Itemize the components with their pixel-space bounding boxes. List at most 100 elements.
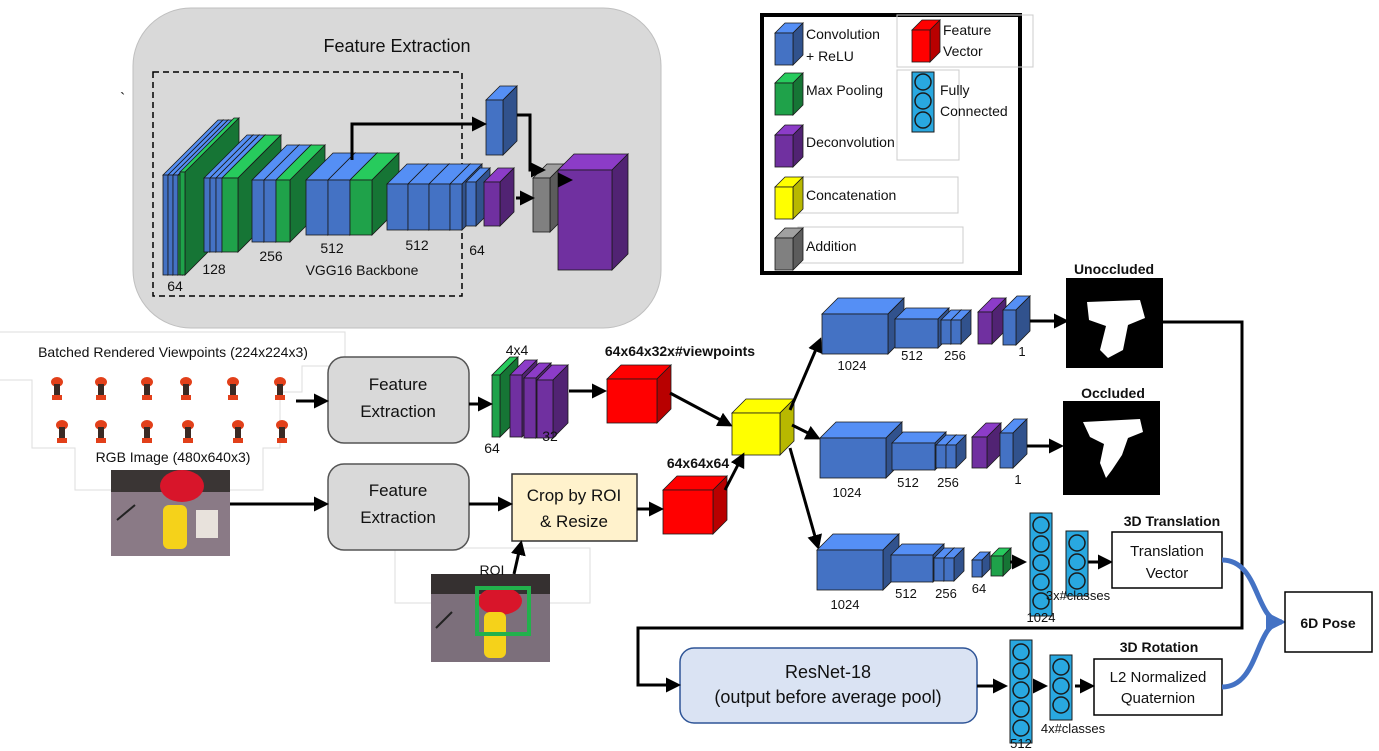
vgg-block	[485, 85, 518, 156]
q-line2: Quaternion	[1121, 690, 1195, 707]
head-block	[819, 421, 903, 479]
bottom-vector-label: 64x64x64	[667, 455, 730, 471]
fe-top-line2: Extraction	[360, 402, 436, 421]
marker	[116, 504, 136, 521]
viewpoints-label: Batched Rendered Viewpoints (224x224x3)	[38, 344, 308, 360]
legend-label: Convolution+ ReLU	[806, 26, 880, 64]
crop-line2: & Resize	[540, 512, 608, 531]
legend-fc-swatch	[911, 71, 935, 133]
legend-fv-line2: Vector	[943, 43, 983, 59]
legend-maxpool-swatch	[774, 72, 804, 116]
fc-label: 4x#classes	[1041, 721, 1106, 736]
legend-deconv-swatch	[774, 124, 804, 168]
vgg-layer-stack	[162, 85, 629, 276]
legend-feature-vector-swatch	[911, 19, 941, 63]
rendered-viewpoint-thumbnails	[51, 377, 288, 443]
resnet-label: ResNet-18(output before average pool)	[714, 662, 941, 707]
roi-image	[431, 574, 550, 662]
marker	[435, 611, 453, 629]
drill-head	[478, 587, 522, 615]
vgg-block	[557, 153, 629, 271]
legend-label: Concatenation	[806, 187, 896, 203]
drill-thumbnail	[182, 420, 194, 443]
rotation-title: 3D Rotation	[1120, 639, 1199, 655]
tv-line2: Vector	[1146, 565, 1189, 582]
channel-label: 512	[405, 237, 429, 253]
head-block	[1002, 295, 1031, 346]
drill-thumbnail	[232, 420, 244, 443]
resnet-box[interactable]	[679, 647, 978, 724]
head-label: 256	[935, 586, 957, 601]
head-block	[943, 547, 965, 582]
deconv-map	[536, 364, 569, 439]
legend-fc-line2: Connected	[940, 103, 1008, 119]
legend-conv-swatch	[774, 22, 804, 66]
head-block	[977, 297, 1007, 345]
drill-thumbnail	[180, 377, 192, 400]
drill-thumbnail	[56, 420, 68, 443]
head-label: 512	[897, 475, 919, 490]
head-block	[945, 434, 967, 469]
concatenation-block	[731, 398, 795, 456]
feature-extraction-box-bottom[interactable]	[327, 463, 470, 551]
legend-addition-swatch	[774, 227, 804, 271]
head-label: 1024	[838, 358, 867, 373]
channel-label: 512	[320, 240, 344, 256]
head-label: 1	[1014, 472, 1021, 487]
head-layer-stacks	[816, 295, 1031, 591]
resnet-line1: ResNet-18	[785, 662, 871, 682]
drill-thumbnail	[141, 377, 153, 400]
head-label: 256	[937, 475, 959, 490]
legend-cell	[896, 69, 960, 161]
legend-fv-line1: Feature	[943, 22, 991, 38]
translation-title: 3D Translation	[1124, 513, 1220, 529]
legend-cell	[896, 14, 1034, 68]
head-block	[971, 551, 991, 578]
head-block	[950, 309, 972, 345]
legend-swatches	[774, 19, 941, 271]
legend-label: Max Pooling	[806, 82, 883, 98]
head-block	[971, 422, 1002, 469]
head-label: 64	[972, 581, 986, 596]
quaternion-box[interactable]	[1093, 658, 1223, 716]
skip-arrow	[350, 116, 487, 160]
head-block	[990, 547, 1012, 577]
fc-1024	[1029, 512, 1053, 617]
fe-bottom-line1: Feature	[369, 481, 428, 500]
drill-thumbnail	[95, 377, 107, 400]
arrow	[669, 391, 733, 427]
fully-connected-layers	[1009, 512, 1089, 744]
arrow	[791, 423, 821, 440]
arrow	[788, 337, 823, 411]
head-label: 1024	[833, 485, 862, 500]
channel-label: 64	[469, 242, 485, 258]
rotation-to-pose-arrow	[1221, 612, 1286, 690]
six-d-pose-box[interactable]	[1284, 591, 1373, 653]
translation-vector-box[interactable]	[1111, 531, 1223, 589]
fc-rotation-output	[1049, 654, 1073, 721]
box	[196, 510, 218, 538]
feature-extraction-box-top[interactable]	[327, 356, 470, 444]
fe-top-line1: Feature	[369, 375, 428, 394]
merge-arrow	[517, 113, 546, 178]
panel-title: Feature Extraction	[323, 36, 470, 56]
roi-bounding-box	[475, 586, 531, 636]
rgb-image-label: RGB Image (480x640x3)	[96, 449, 251, 465]
arrow	[723, 452, 745, 491]
legend: Convolution+ ReLU Max Pooling Deconvolut…	[760, 13, 1034, 275]
fc-label: 512	[1010, 736, 1032, 751]
head-label: 512	[901, 348, 923, 363]
drill-thumbnail	[141, 420, 153, 443]
head-label: 1024	[831, 597, 860, 612]
fc-512	[1009, 639, 1033, 744]
q-line1: L2 Normalized	[1110, 669, 1207, 686]
feature-vector-top	[606, 364, 672, 424]
feature-vector-bottom	[662, 475, 728, 535]
feature-extraction-panel: Feature Extraction ` VGG16 Backbone 64 1…	[120, 7, 662, 329]
head-block	[816, 533, 900, 591]
backbone-label: VGG16 Backbone	[306, 262, 419, 278]
top-map-label: 64	[484, 440, 500, 456]
